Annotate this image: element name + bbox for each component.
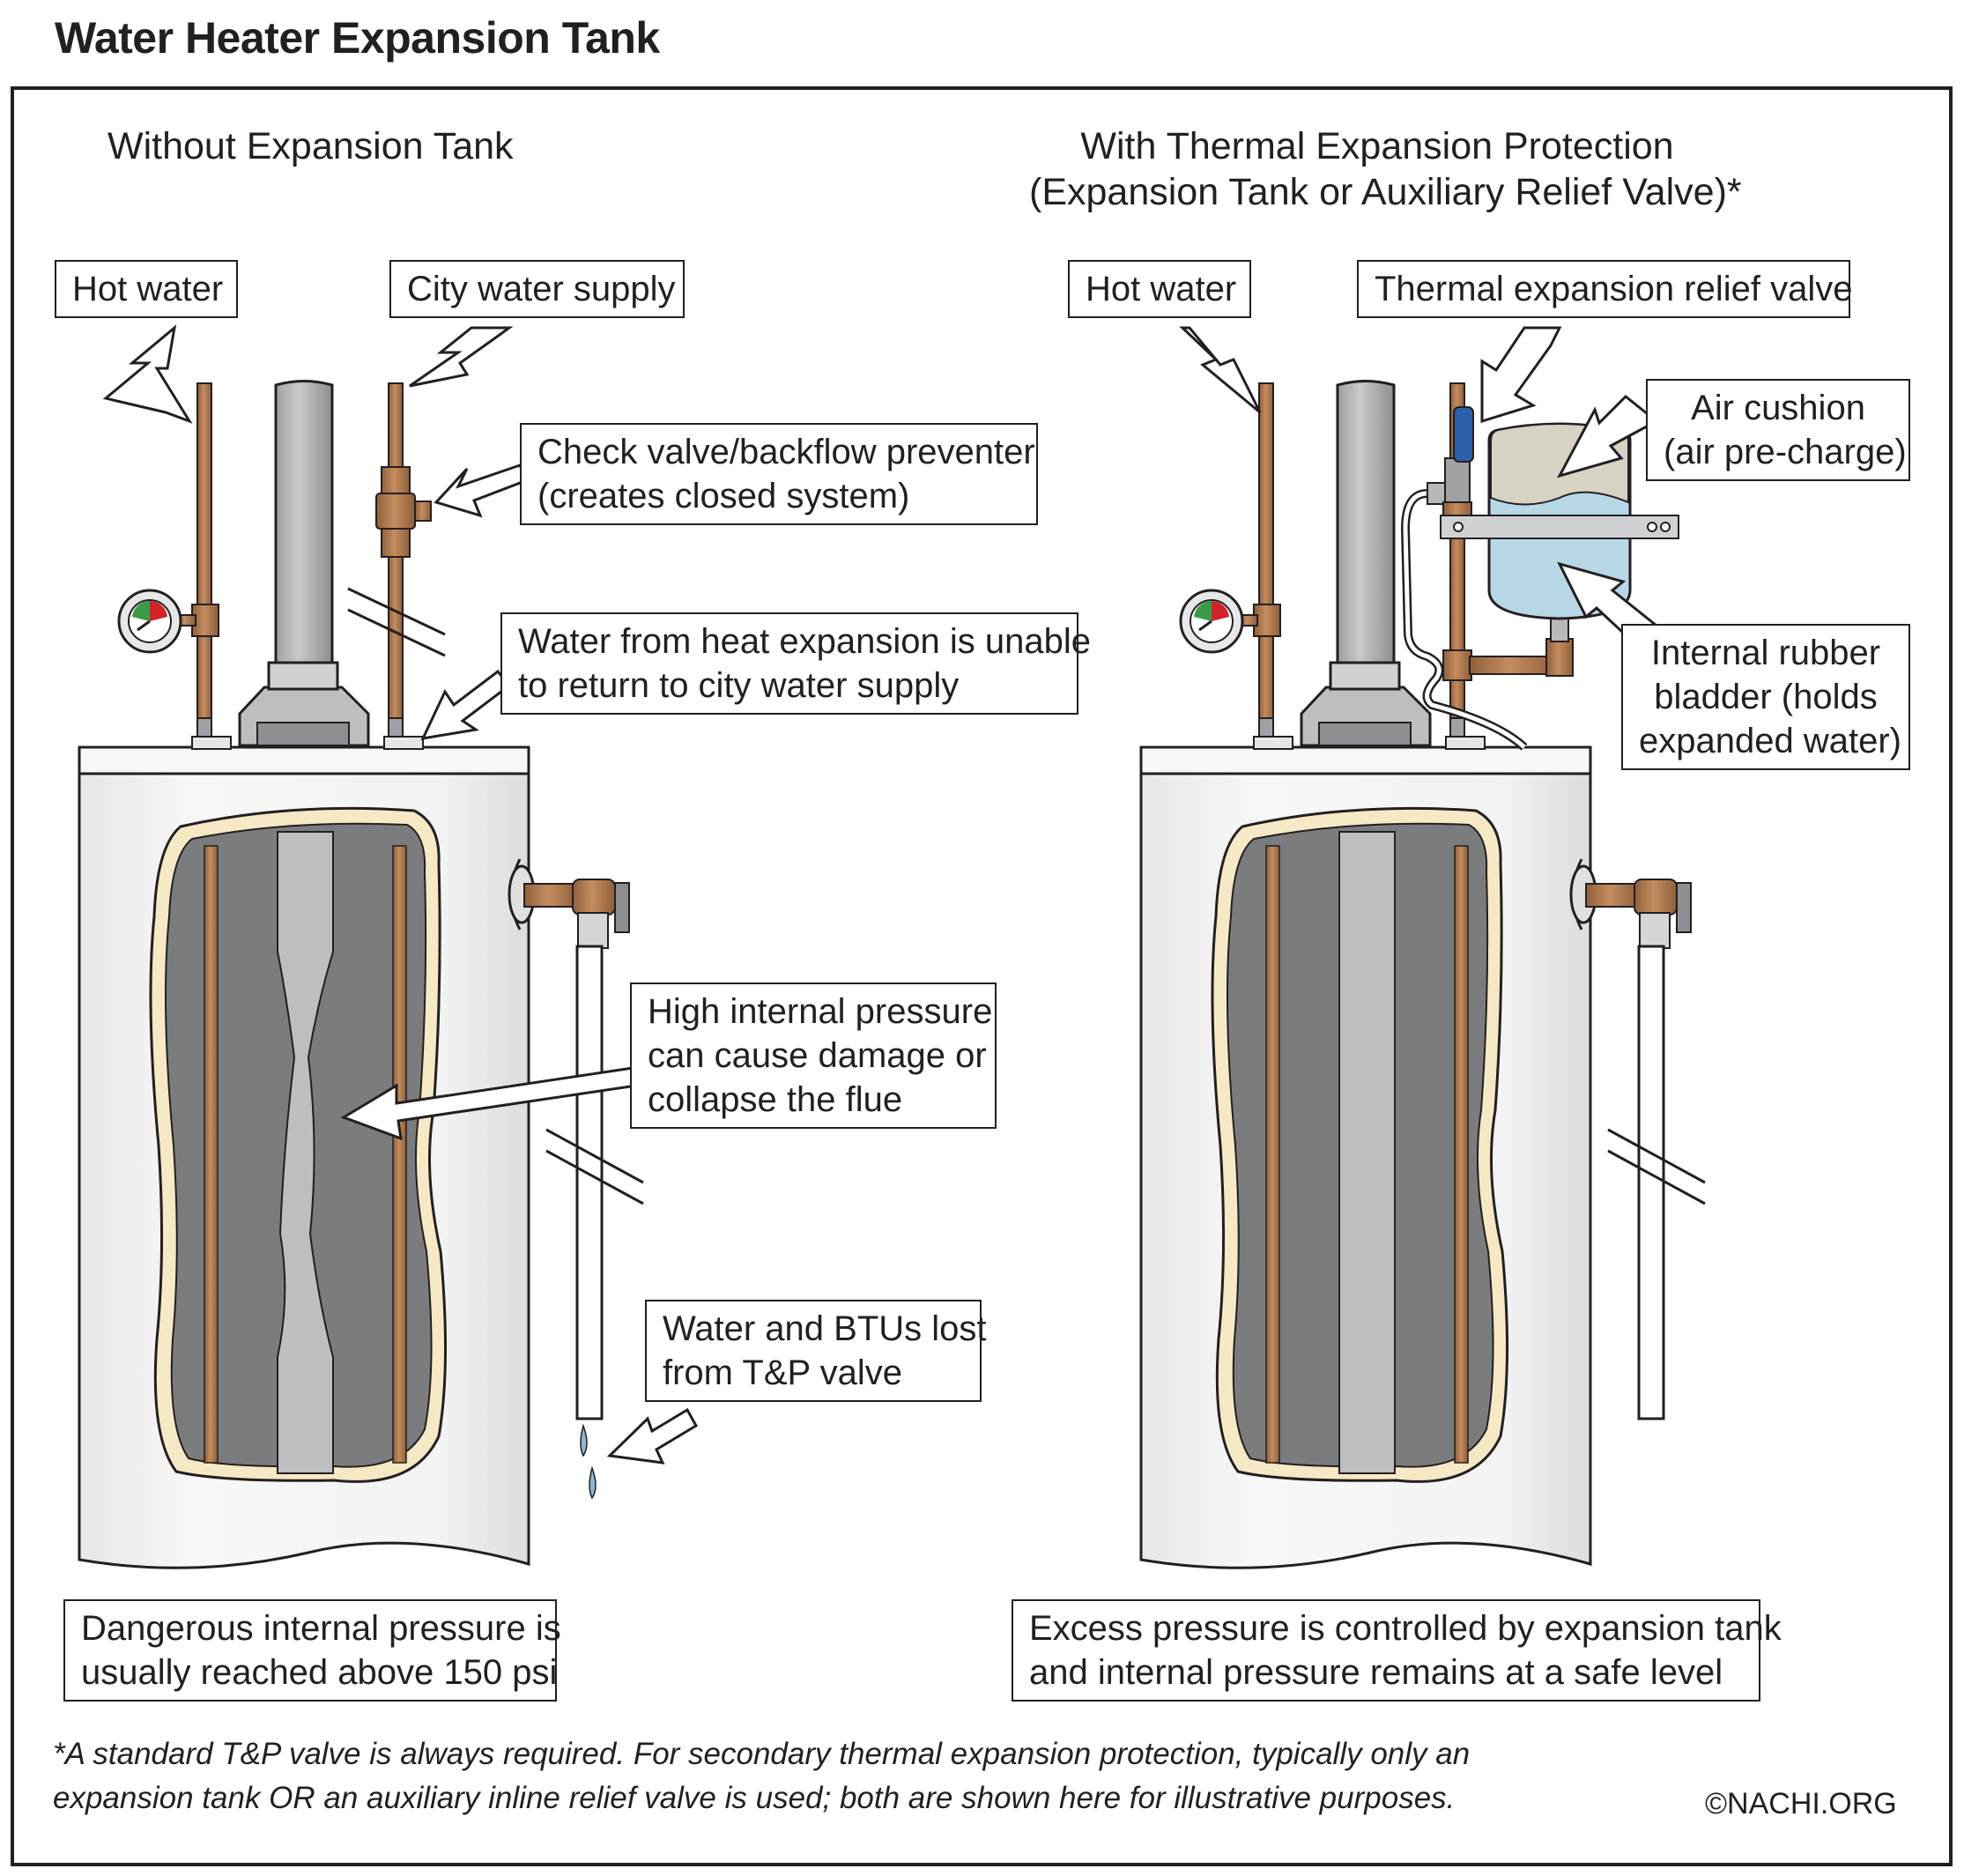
arrow-air-cushion (1557, 394, 1659, 478)
arrow-hot-water-left (102, 324, 193, 424)
arrow-rubber-bladder (1557, 561, 1659, 645)
label-hot-water-left: Hot water (55, 260, 238, 318)
label-city-water-supply: City water supply (389, 260, 685, 318)
label-water-btus-lost: Water and BTUs lost from T&P valve (645, 1300, 987, 1402)
arrow-high-pressure (340, 1066, 638, 1141)
label-hot-water-right: Hot water (1068, 260, 1251, 318)
summary-dangerous-pressure: Dangerous internal pressure is usually r… (63, 1599, 561, 1702)
arrow-check-valve (434, 463, 530, 518)
arrow-water-lost (606, 1407, 699, 1464)
diagram-frame (11, 86, 1953, 1866)
arrow-hot-water-right (1179, 326, 1262, 414)
right-panel-heading: With Thermal Expansion Protection (Expan… (1029, 125, 1742, 213)
label-heat-expansion: Water from heat expansion is unable to r… (500, 612, 1091, 715)
label-air-cushion: Air cushion (air pre-charge) (1646, 379, 1910, 481)
arrow-relief-valve (1480, 326, 1562, 424)
label-high-internal-pressure: High internal pressure can cause damage … (630, 982, 997, 1129)
footnote: *A standard T&P valve is always required… (53, 1737, 1471, 1815)
label-thermal-expansion-relief-valve: Thermal expansion relief valve (1357, 260, 1852, 318)
summary-excess-pressure: Excess pressure is controlled by expansi… (1012, 1599, 1782, 1702)
right-water-heater (1139, 380, 1706, 1569)
label-internal-rubber-bladder: Internal rubber bladder (holds expanded … (1621, 624, 1910, 770)
arrow-heat-expansion (420, 669, 512, 740)
copyright-credit: ©NACHI.ORG (1705, 1787, 1897, 1820)
label-check-valve: Check valve/backflow preventer (creates … (520, 423, 1038, 525)
page-title: Water Heater Expansion Tank (55, 13, 660, 63)
arrow-city-supply (409, 326, 514, 388)
left-water-heater (78, 380, 644, 1569)
left-panel-heading: Without Expansion Tank (107, 125, 514, 167)
